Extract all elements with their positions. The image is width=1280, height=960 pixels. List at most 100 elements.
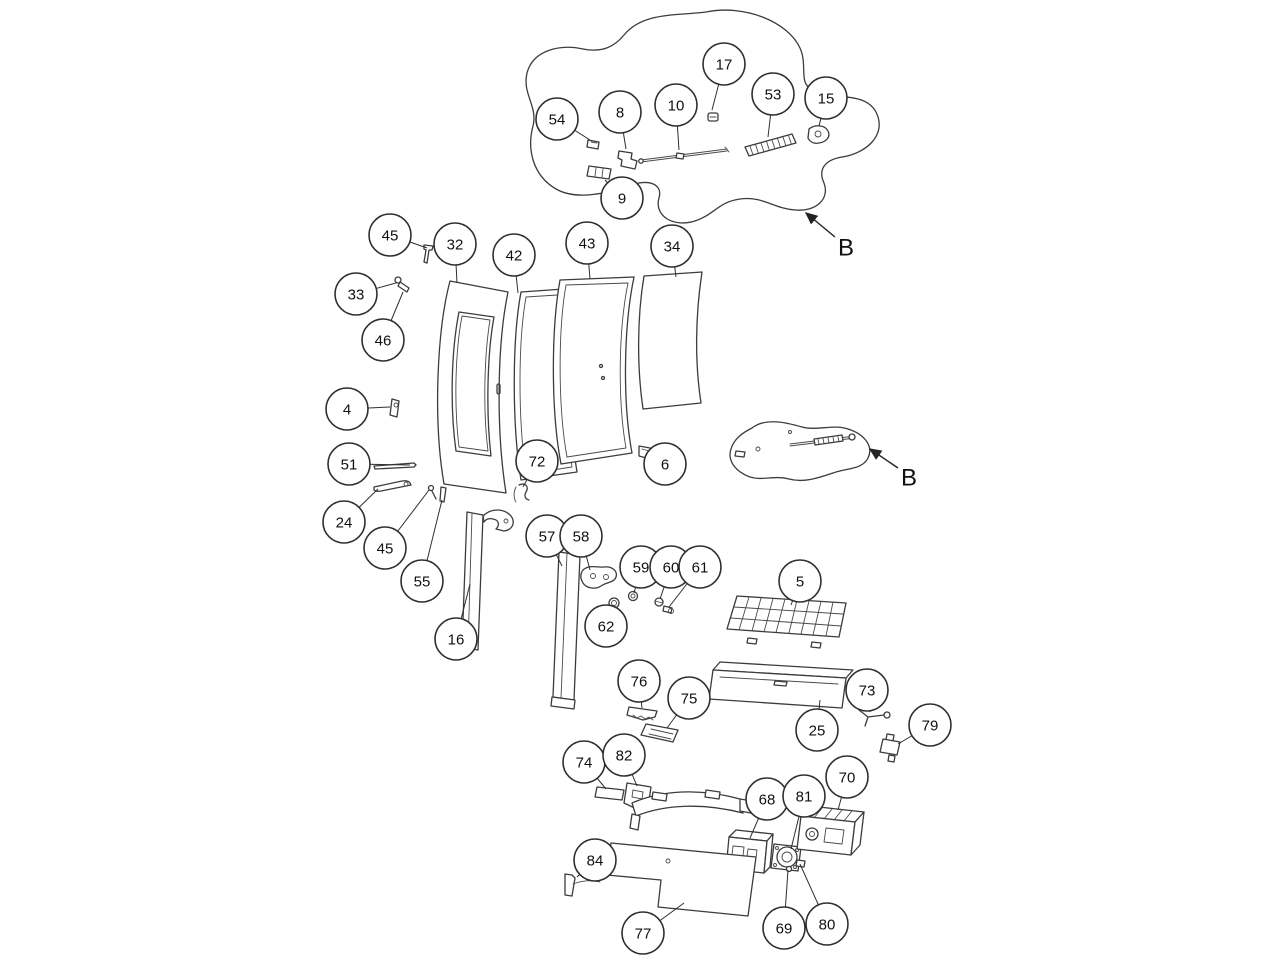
part-70-burner-box	[796, 805, 865, 856]
callout-number: 73	[859, 682, 876, 699]
callout-45-7: 45	[368, 213, 428, 257]
callout-circle	[492, 233, 536, 277]
door-assembly	[373, 244, 703, 651]
callout-75-30: 75	[666, 676, 711, 729]
callout-number: 55	[414, 573, 431, 590]
detail-label-text: B	[838, 234, 854, 261]
callout-77-40: 77	[621, 902, 685, 955]
callout-80-42: 80	[799, 863, 849, 946]
detail-arrow-line	[868, 448, 899, 469]
callout-79-33: 79	[897, 703, 952, 747]
callout-circle	[559, 514, 603, 558]
callout-74-34: 74	[562, 740, 607, 790]
callout-10-3: 10	[654, 83, 698, 151]
callout-16-21: 16	[434, 583, 478, 661]
callout-51-15: 51	[327, 442, 411, 486]
callout-number: 45	[382, 227, 399, 244]
callout-45-17: 45	[363, 489, 430, 570]
callout-32-8: 32	[433, 222, 477, 284]
part-75-louvered-bracket	[640, 723, 679, 743]
part-4-hinge	[389, 398, 400, 418]
callout-circle	[778, 559, 822, 603]
callout-number: 69	[776, 920, 793, 937]
part-25-tray	[708, 661, 854, 709]
part-32-door-panel	[436, 280, 509, 494]
callout-number: 62	[598, 618, 615, 635]
detail-bubble-right-outline	[729, 421, 871, 482]
part-69-bolt	[785, 865, 793, 873]
callout-number: 16	[448, 631, 465, 648]
callout-circle	[573, 838, 617, 882]
part-8-bracket	[617, 150, 638, 170]
callout-number: 4	[343, 401, 351, 418]
callout-number: 25	[809, 722, 826, 739]
callout-54-1: 54	[535, 97, 591, 141]
part-80-bracket	[795, 859, 806, 868]
part-rod-and-spring-detail	[734, 430, 856, 458]
callout-72-19: 72	[515, 439, 559, 488]
detail-bubble-top	[525, 9, 880, 224]
part-51-pin	[373, 462, 417, 470]
callout-46-13: 46	[361, 291, 405, 362]
callout-6-20: 6	[643, 442, 687, 486]
callout-62-27: 62	[584, 604, 628, 648]
callout-82-35: 82	[602, 733, 646, 787]
callout-number: 84	[587, 852, 604, 869]
callout-circle	[598, 90, 642, 134]
callout-58-23: 58	[559, 514, 603, 571]
part-fan-flange	[770, 843, 802, 872]
callout-number: 42	[506, 247, 523, 264]
part-33-screw	[394, 276, 410, 293]
callout-42-9: 42	[492, 233, 536, 294]
callout-9-6: 9	[600, 176, 644, 220]
callout-circle	[908, 703, 952, 747]
callout-circle	[363, 526, 407, 570]
part-24-handle	[373, 480, 412, 492]
callout-number: 74	[576, 754, 593, 771]
callout-24-16: 24	[322, 488, 379, 544]
callout-number: 72	[529, 453, 546, 470]
callout-43-10: 43	[565, 221, 609, 280]
callout-circle	[600, 176, 644, 220]
parts-artwork	[373, 9, 901, 917]
part-15-clip	[807, 125, 830, 144]
detail-label-text: B	[901, 464, 917, 491]
callout-number: 57	[539, 528, 556, 545]
part-60-nut	[654, 597, 664, 607]
callout-number: 33	[348, 286, 365, 303]
callout-circle	[643, 442, 687, 486]
callout-84-39: 84	[573, 838, 617, 882]
callout-number: 53	[765, 86, 782, 103]
callout-number: 76	[631, 673, 648, 690]
callout-number: 82	[616, 747, 633, 764]
callout-circle	[805, 902, 849, 946]
callout-circle	[535, 97, 579, 141]
callout-5-28: 5	[778, 559, 822, 606]
callout-number: 43	[579, 235, 596, 252]
lower-assembly	[550, 551, 901, 917]
part-79-valve-fitting	[879, 733, 901, 763]
callout-number: 81	[796, 788, 813, 805]
callout-circle	[433, 222, 477, 266]
callout-number: 9	[618, 190, 626, 207]
callout-76-29: 76	[617, 659, 661, 709]
callout-number: 59	[633, 559, 650, 576]
callout-circle	[368, 213, 412, 257]
callout-number: 68	[759, 791, 776, 808]
callout-circle	[361, 318, 405, 362]
callout-number: 70	[839, 769, 856, 786]
callout-circle	[565, 221, 609, 265]
callout-circle	[617, 659, 661, 703]
part-45-screw-lower	[427, 484, 437, 500]
callout-53-4: 53	[751, 72, 795, 138]
detail-label-1: B	[868, 448, 917, 491]
part-55-pin	[439, 486, 447, 503]
callout-number: 17	[716, 56, 733, 73]
callout-number: 60	[663, 559, 680, 576]
callout-number: 46	[375, 332, 392, 349]
callout-circle	[702, 42, 746, 86]
callout-15-5: 15	[804, 76, 848, 127]
callout-number: 45	[377, 540, 394, 557]
